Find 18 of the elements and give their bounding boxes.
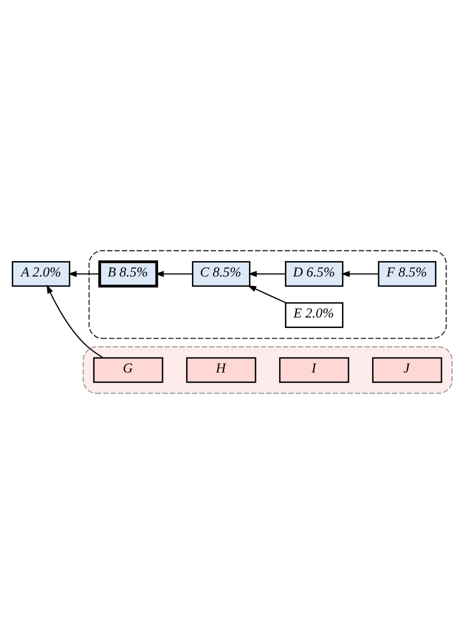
node-box: F 8.5% bbox=[378, 261, 436, 287]
node-box: C 8.5% bbox=[192, 261, 250, 287]
arrow bbox=[248, 270, 286, 277]
arrow bbox=[248, 285, 286, 304]
arrow bbox=[46, 284, 104, 358]
node-box: A 2.0% bbox=[12, 261, 70, 287]
node-box: I bbox=[279, 357, 350, 383]
cluster bbox=[88, 250, 447, 339]
node-box: E 2.0% bbox=[284, 302, 344, 328]
cluster bbox=[82, 346, 453, 394]
node-box: G bbox=[93, 357, 164, 383]
arrow bbox=[155, 270, 192, 277]
node-box: H bbox=[186, 357, 256, 383]
node-box: D 6.5% bbox=[284, 261, 344, 287]
node-box: J bbox=[372, 357, 442, 383]
node-box: B 8.5% bbox=[98, 260, 158, 288]
arrow bbox=[68, 270, 100, 277]
arrow bbox=[341, 270, 378, 277]
